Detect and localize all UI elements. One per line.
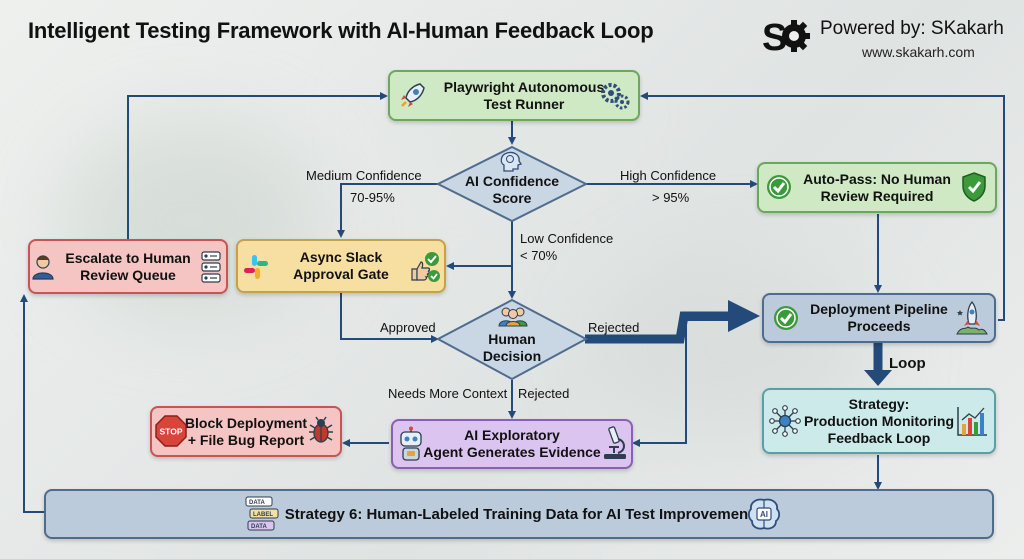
data-tag-2-text: LABEL [253, 512, 273, 518]
bug-icon [309, 416, 333, 443]
human-decision-label-wrap: Human Decision [460, 328, 564, 368]
exploratory-agent-node: AI Exploratory Agent Generates Evidence [391, 419, 633, 469]
data-labels-icon: DATA LABEL DATA [245, 496, 279, 531]
block-deployment-label: Block Deployment + File Bug Report [184, 414, 308, 448]
powered-by-label: Powered by: SKakarh [820, 18, 1004, 39]
label-approved: Approved [380, 320, 436, 335]
ai-chip-text: AI [760, 510, 768, 519]
arrow-approved [340, 293, 439, 343]
data-tag-1-text: DATA [249, 500, 265, 506]
queue-list-icon [201, 251, 221, 283]
label-high-confidence: High Confidence [620, 168, 717, 183]
training-data-label: Strategy 6: Human-Labeled Training Data … [284, 505, 754, 523]
arrow-rejected-thick [585, 311, 732, 344]
label-low-confidence: Low Confidence [520, 231, 614, 246]
human-decision-diamond [435, 298, 589, 381]
person-icon [32, 255, 54, 280]
bar-chart-icon [957, 407, 987, 436]
auto-pass-label: Auto-Pass: No Human Review Required [803, 170, 951, 204]
human-decision-label: Human Decision [482, 331, 542, 364]
slack-icon [244, 255, 268, 279]
confidence-score-label: AI Confidence Score [464, 173, 560, 206]
robot-icon [400, 426, 422, 461]
logo-letter: S [762, 17, 787, 58]
ai-brain-icon: AI [747, 498, 781, 530]
label-rejected-down: Rejected [518, 386, 570, 401]
page-title: Intelligent Testing Framework with AI-Hu… [28, 18, 654, 43]
gears-icon [601, 83, 630, 110]
arrow-loop-to-runner [640, 92, 1005, 321]
auto-pass-node: Auto-Pass: No Human Review Required [757, 162, 997, 213]
microscope-icon [604, 426, 626, 459]
confidence-score-label-wrap: AI Confidence Score [450, 170, 574, 210]
label-rejected-right: Rejected [588, 320, 640, 335]
exploratory-agent-label: AI Exploratory Agent Generates Evidence [423, 427, 601, 460]
label-loop: Loop [889, 355, 926, 372]
arrow-medium-confidence [337, 183, 438, 238]
deployment-node: Deployment Pipeline Proceeds [762, 293, 996, 343]
confidence-score-diamond [435, 145, 589, 223]
arrow-escalate-to-runner [127, 92, 388, 239]
slack-gate-node: Async Slack Approval Gate [236, 239, 446, 293]
network-icon [769, 405, 801, 437]
label-high-range: > 95% [652, 190, 690, 205]
label-medium-confidence: Medium Confidence [306, 168, 422, 183]
escalate-label: Escalate to Human Review Queue [65, 249, 191, 283]
thumbs-approve-icon [411, 252, 440, 282]
skakarh-logo: S [762, 17, 810, 58]
arrow-training-to-escalate [20, 294, 44, 513]
shield-check-icon [962, 172, 986, 202]
rocket-launch-icon [956, 300, 988, 335]
test-runner-label: Playwright Autonomous Test Runner [443, 78, 605, 112]
stop-sign-icon: STOP [155, 415, 187, 447]
monitoring-label: Strategy: Production Monitoring Feedback… [803, 395, 955, 446]
test-runner-node: Playwright Autonomous Test Runner [388, 70, 640, 121]
brain-head-icon [500, 151, 523, 172]
arrow-low-confidence [446, 220, 513, 270]
check-circle-icon [774, 306, 798, 330]
stop-sign-text: STOP [160, 427, 183, 437]
brand-url-link[interactable]: www.skakarh.com [862, 44, 975, 60]
data-tag-3-text: DATA [251, 524, 267, 530]
slack-gate-label: Async Slack Approval Gate [293, 249, 389, 282]
label-low-range: < 70% [520, 248, 558, 263]
monitoring-node: Strategy: Production Monitoring Feedback… [762, 388, 996, 454]
escalate-node: Escalate to Human Review Queue [28, 239, 228, 294]
people-icon [498, 307, 528, 327]
rocket-icon [401, 83, 425, 107]
check-circle-icon [767, 175, 791, 199]
label-needs-context: Needs More Context [388, 386, 508, 401]
deployment-label: Deployment Pipeline Proceeds [810, 301, 948, 334]
training-data-banner: Strategy 6: Human-Labeled Training Data … [44, 489, 994, 539]
label-medium-range: 70-95% [350, 190, 395, 205]
